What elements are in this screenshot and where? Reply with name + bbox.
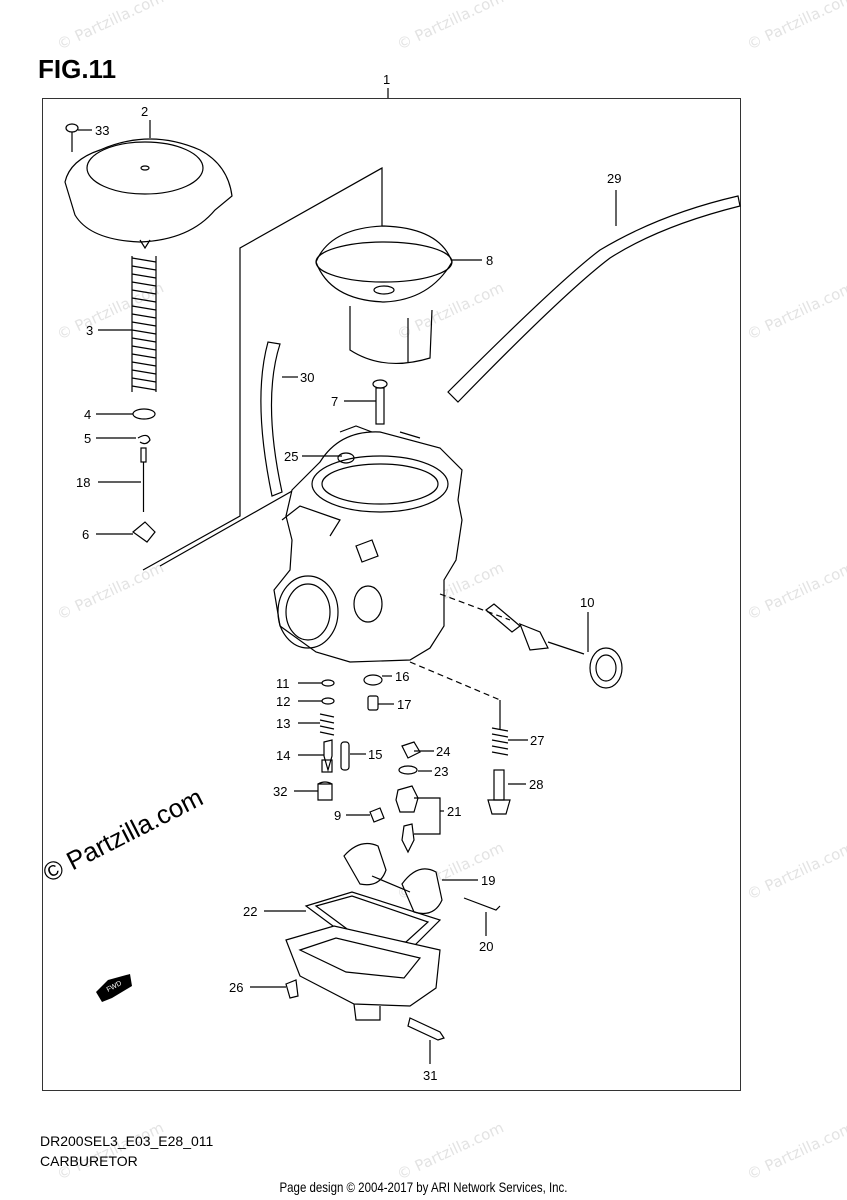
piston-valve-part: [315, 225, 453, 365]
forward-arrow-icon: FWD: [96, 974, 132, 1002]
diagram-frame: [42, 98, 741, 1091]
watermark: © Partzilla.com: [744, 278, 847, 343]
callout-11: 11: [276, 676, 290, 691]
jet-needle-part: [140, 447, 147, 512]
needle-valve-part: [401, 823, 415, 854]
callout-12: 12: [276, 694, 290, 709]
callout-3: 3: [86, 323, 93, 338]
drain-hose-part: [260, 341, 283, 497]
callout-6: 6: [82, 527, 89, 542]
callout-22: 22: [243, 904, 257, 919]
spring-part: [491, 727, 509, 756]
diagram-code: DR200SEL3_E03_E28_011: [40, 1133, 214, 1149]
watermark: © Partzilla.com: [54, 1118, 167, 1183]
pilot-screw-part: [487, 769, 511, 815]
watermark: © Partzilla.com: [394, 0, 507, 54]
watermark: © Partzilla.com: [394, 1118, 507, 1183]
needle-valve-part: [395, 785, 419, 813]
o-ring-part: [321, 697, 335, 705]
watermark: © Partzilla.com: [54, 278, 167, 343]
callout-30: 30: [300, 370, 314, 385]
callout-17: 17: [397, 697, 411, 712]
spring-part: [319, 713, 335, 736]
figure-title: FIG.11: [38, 54, 117, 84]
callout-10: 10: [580, 595, 594, 610]
watermark: © Partzilla.com: [744, 558, 847, 623]
float-part: [343, 843, 443, 915]
callout-7: 7: [331, 394, 338, 409]
watermark: © Partzilla.com: [744, 838, 847, 903]
callout-9: 9: [334, 808, 341, 823]
callout-29: 29: [607, 171, 621, 186]
callout-18: 18: [76, 475, 90, 490]
callout-26: 26: [229, 980, 243, 995]
callout-24: 24: [436, 744, 450, 759]
o-ring-part: [398, 765, 418, 775]
choke-plunger-part: [485, 603, 623, 689]
callout-23: 23: [434, 764, 448, 779]
jet-part: [321, 739, 333, 773]
callout-16: 16: [395, 669, 409, 684]
screw-part: [372, 379, 388, 425]
screw-part: [285, 979, 299, 999]
callout-13: 13: [276, 716, 290, 731]
callout-31: 31: [423, 1068, 437, 1083]
washer-part: [321, 679, 335, 687]
spring-part: [131, 256, 157, 392]
watermark: © Partzilla.com: [54, 558, 167, 623]
screw-part: [65, 123, 79, 152]
footer-credit: Page design © 2004-2017 by ARI Network S…: [279, 1179, 568, 1195]
diagram-caption: CARBURETOR: [40, 1153, 138, 1169]
drain-screw-part: [407, 1017, 445, 1041]
callout-28: 28: [529, 777, 543, 792]
washer-part: [132, 408, 156, 420]
watermark: © Partzilla.com: [54, 0, 167, 54]
cap-part: [317, 781, 333, 801]
callout-33: 33: [95, 123, 109, 138]
callout-15: 15: [368, 747, 382, 762]
callout-layer: 1 2 3 4 5 6 7 8 9 10 11 12 13 14 15 16 1…: [76, 72, 621, 1083]
jet-part: [340, 741, 350, 771]
screw-part: [369, 807, 385, 823]
needle-seat-part: [132, 521, 156, 543]
callout-14: 14: [276, 748, 290, 763]
callout-20: 20: [479, 939, 493, 954]
callout-5: 5: [84, 431, 91, 446]
float-pin-part: [463, 897, 501, 911]
o-ring-part: [363, 674, 383, 686]
watermark: © Partzilla.com: [744, 0, 847, 54]
callout-1: 1: [383, 72, 390, 87]
callout-27: 27: [530, 733, 544, 748]
cap-part: [401, 741, 421, 759]
carburetor-body-part: [273, 425, 463, 663]
clip-part: [137, 434, 151, 445]
callout-21: 21: [447, 804, 461, 819]
callout-2: 2: [141, 104, 148, 119]
vent-hose-part: [447, 195, 741, 403]
callout-32: 32: [273, 784, 287, 799]
callout-8: 8: [486, 253, 493, 268]
callout-19: 19: [481, 873, 495, 888]
top-cover-part: [64, 138, 233, 250]
plug-part: [367, 695, 379, 711]
watermark: © Partzilla.com: [744, 1118, 847, 1183]
float-bowl-part: [285, 925, 441, 1021]
callout-4: 4: [84, 407, 91, 422]
callout-25: 25: [284, 449, 298, 464]
